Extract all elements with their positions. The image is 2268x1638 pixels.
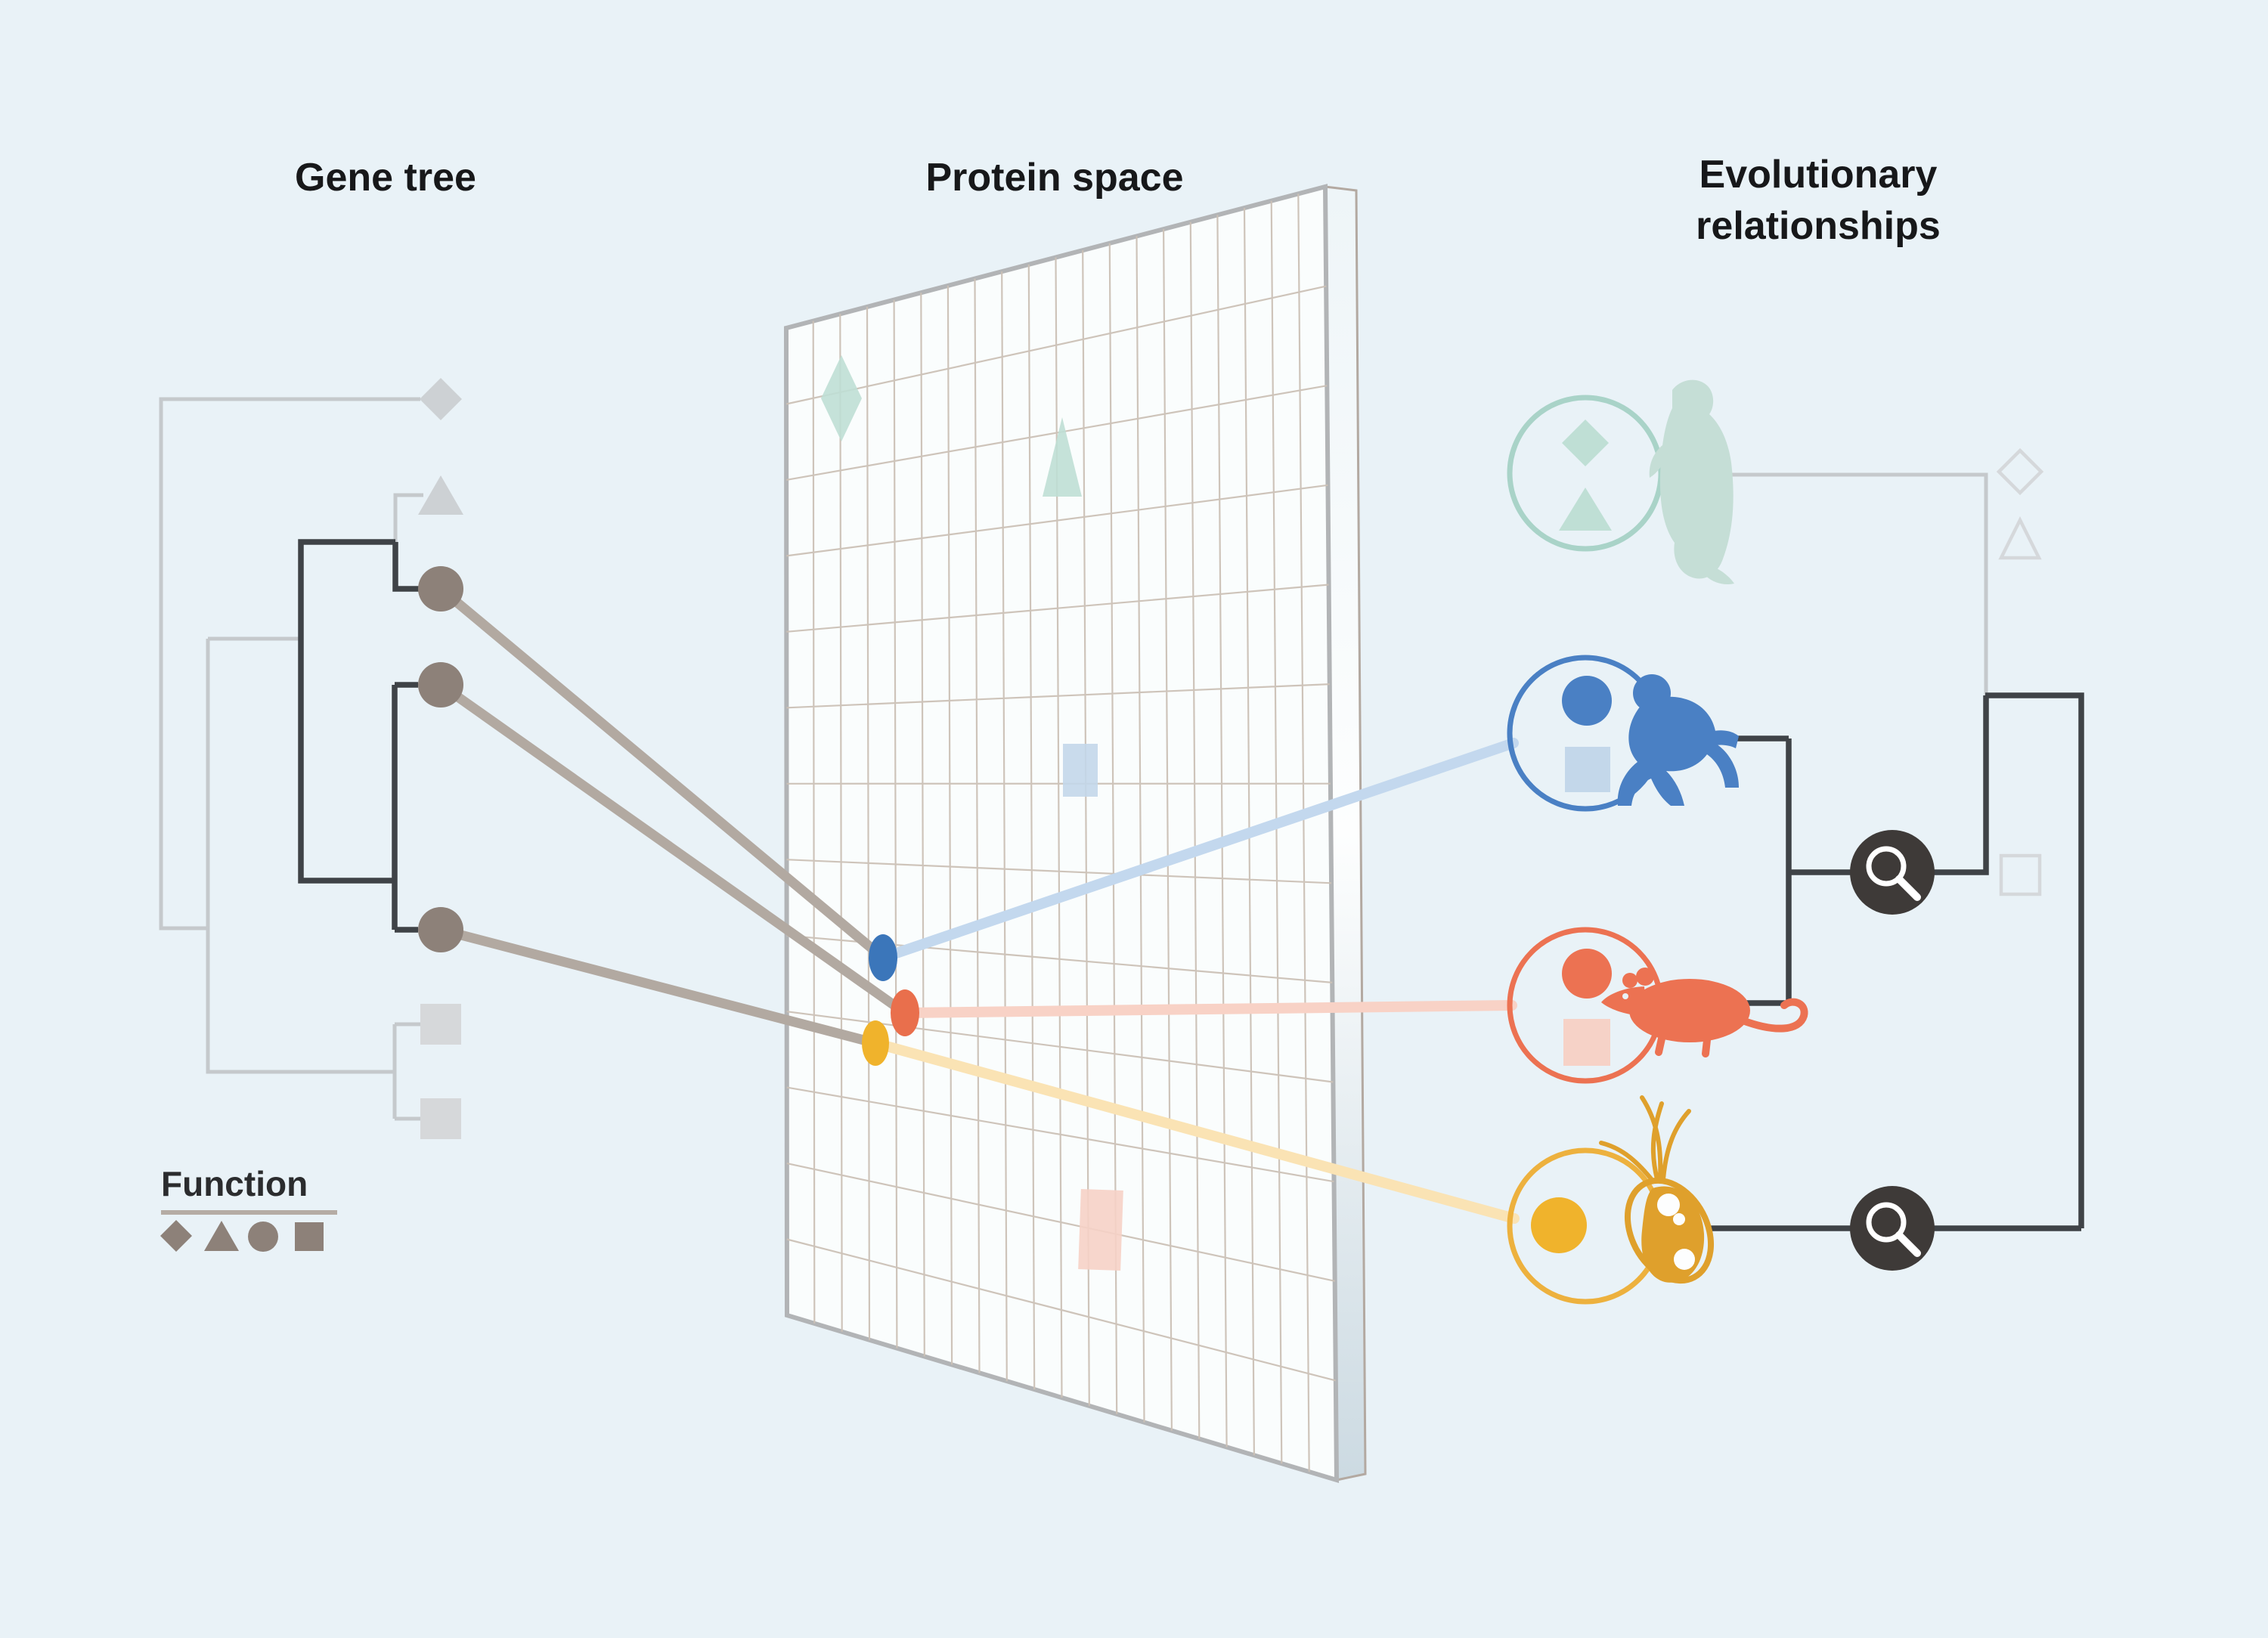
gene-tree-active-branches	[298, 539, 420, 933]
gray-beam-1	[435, 584, 888, 963]
species-tree	[1696, 472, 2084, 1231]
ghost-diamond-outline	[1996, 447, 2044, 496]
chimpanzee-icon	[1617, 674, 1739, 806]
gene-tip-circle-1	[418, 566, 463, 612]
wall-grid-lines	[785, 194, 1337, 1472]
organism-rat	[1507, 927, 1808, 1084]
coral-beam	[900, 1000, 1517, 1018]
function-diamond-teal	[1562, 420, 1609, 466]
organism-chimpanzee	[1507, 655, 1739, 812]
ghost-blue-square	[1063, 744, 1098, 797]
legend-square-icon	[295, 1222, 324, 1251]
ancestral-ghost-shapes	[1996, 447, 2044, 896]
ghost-teal-diamond	[821, 355, 862, 441]
function-circle-coral	[1562, 949, 1612, 999]
species-tree-ghost-branch	[1696, 472, 1988, 695]
ghost-teal-triangle	[1043, 417, 1082, 497]
gene-tip-triangle	[418, 475, 463, 515]
magnifier-icon	[1866, 1202, 1921, 1257]
point-blue	[869, 934, 897, 981]
point-coral	[891, 989, 919, 1036]
ghost-triangle-outline	[1998, 516, 2042, 560]
species-tree-branches	[1710, 692, 2084, 1231]
rat-icon	[1601, 968, 1808, 1057]
ghost-pink-rectangle	[1078, 1189, 1123, 1271]
function-legend-title: Function	[161, 1164, 308, 1203]
yellow-beam	[870, 1038, 1520, 1224]
magnifier-icon	[1866, 846, 1921, 901]
organism-alga	[1507, 1095, 1715, 1305]
gene-tree-ghost-branches	[159, 397, 423, 1121]
legend-diamond-icon	[160, 1220, 192, 1252]
ghost-square-outline	[1999, 853, 2042, 896]
protein-space-wall	[783, 184, 1367, 1484]
gene-tree	[159, 378, 463, 1139]
magnifier-node-1	[1850, 830, 1935, 915]
legend-circle-icon	[248, 1222, 278, 1252]
function-triangle-teal	[1559, 488, 1612, 531]
organism-extinct	[1507, 379, 1734, 585]
gray-beam-3	[435, 924, 881, 1048]
gene-tip-square-1	[420, 1004, 461, 1045]
protein-space-points	[862, 934, 919, 1066]
legend-triangle-icon	[204, 1221, 239, 1251]
evolutionary-title-line2: relationships	[1696, 204, 1941, 248]
gene-tip-circle-3	[418, 907, 463, 952]
function-square-faded-blue	[1565, 747, 1610, 792]
point-yellow	[862, 1020, 889, 1066]
gene-tip-diamond	[420, 378, 462, 420]
function-square-faded-coral	[1563, 1019, 1610, 1066]
mapping-beams	[435, 584, 1520, 1224]
protein-space-title: Protein space	[925, 156, 1183, 200]
magnifier-node-2	[1850, 1186, 1935, 1271]
blue-beam	[878, 738, 1519, 963]
function-legend: Function	[160, 1164, 337, 1252]
gene-tree-title: Gene tree	[295, 156, 476, 200]
wall-grid	[785, 194, 1337, 1472]
evolutionary-title-line1: Evolutionary	[1699, 153, 1938, 197]
function-circle-yellow	[1531, 1197, 1587, 1253]
gene-tip-circle-2	[418, 662, 463, 708]
gray-beam-2	[435, 680, 910, 1018]
gene-tip-square-2	[420, 1098, 461, 1139]
alga-icon	[1599, 1095, 1715, 1284]
function-circle-blue	[1562, 676, 1612, 726]
extinct-mammal-icon	[1649, 379, 1734, 585]
